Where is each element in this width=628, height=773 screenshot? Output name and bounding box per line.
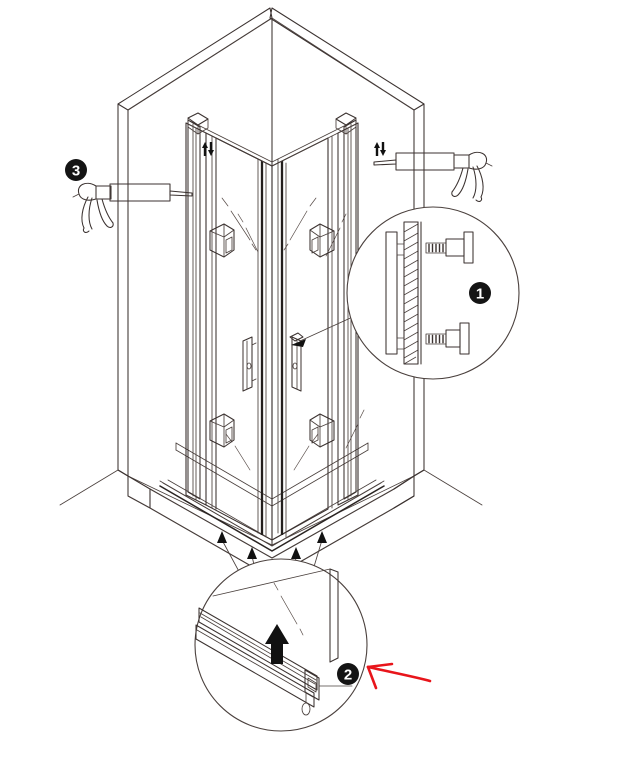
step-marker-2[interactable]: 2: [337, 663, 359, 685]
insertion-arrow-up-icon: [265, 624, 289, 664]
glass-door-left: [215, 137, 273, 538]
adjust-arrow-left-icon: [202, 142, 214, 156]
shower-tray-base: [127, 442, 415, 579]
detail-circle-2: [194, 558, 368, 732]
caulking-gun-right: [373, 151, 493, 202]
hinge-bracket-upper-left: [209, 223, 235, 258]
detail-circle-1: [346, 206, 520, 380]
fixing-screw-top: [425, 231, 474, 264]
door-handle-left: [242, 336, 257, 392]
caulking-gun-left: [72, 182, 193, 233]
glass-door-right: [271, 137, 329, 541]
bathroom-wall-left: [117, 7, 273, 546]
step-marker-1-label: 1: [476, 286, 484, 303]
hinge-bracket-lower-right: [309, 413, 335, 448]
panel-top-rails: [185, 120, 359, 167]
step-marker-2-label: 2: [344, 667, 352, 684]
door-handle-right: [289, 332, 304, 392]
glass-panel-right-fixed: [237, 122, 365, 510]
fixing-screw-bottom: [425, 322, 470, 355]
wall-profile-left: [185, 112, 209, 500]
hinge-bracket-upper-right: [309, 223, 335, 258]
adjust-arrow-right-icon: [374, 142, 386, 156]
step-marker-3[interactable]: 3: [65, 159, 87, 181]
wall-floor-line: [59, 469, 483, 506]
glass-panel-edge: [212, 568, 339, 663]
step-marker-3-label: 3: [72, 163, 80, 180]
bottom-threshold-rail: [159, 480, 385, 552]
red-arrow-annotation: [366, 662, 432, 690]
step-marker-1[interactable]: 1: [469, 282, 491, 304]
wall-profile-hatched: [403, 221, 422, 365]
mounting-bar: [385, 231, 405, 355]
hinge-bracket-lower-left: [209, 413, 235, 448]
glass-panel-left-fixed: [185, 122, 273, 541]
